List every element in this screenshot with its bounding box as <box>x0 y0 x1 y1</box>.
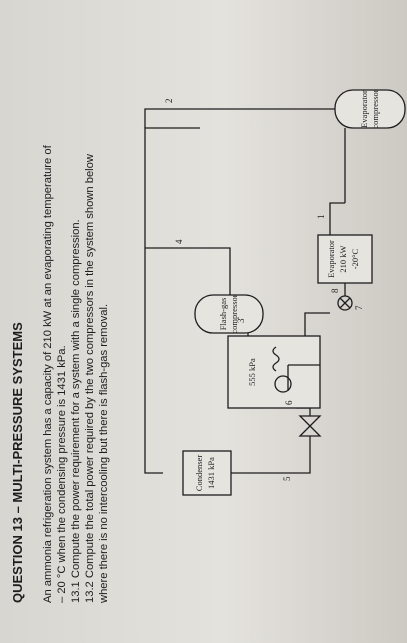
pipe-6 <box>296 407 311 416</box>
state-3-label: 3 <box>236 318 246 323</box>
state-8-label: 8 <box>330 288 340 293</box>
state-2-label: 2 <box>164 99 174 104</box>
evaporator-box <box>317 234 373 284</box>
evaporator-label-2: 210 kW <box>338 245 348 272</box>
flash-gas-compressor <box>194 294 264 334</box>
flash-tank-liquid <box>272 346 280 372</box>
pipe-top <box>144 127 200 474</box>
evaporator-compressor-label-2: compressor <box>370 89 380 128</box>
pipe-1 <box>329 202 345 235</box>
pipe-2 <box>144 108 335 128</box>
flash-gas-compressor-label-1: Flash-gas <box>218 298 228 331</box>
condenser-label: Condenser <box>194 455 204 492</box>
state-7-label: 7 <box>354 305 364 310</box>
float-ball <box>274 375 292 393</box>
flash-tank-pressure-label: 555 kPa <box>247 358 257 386</box>
pipe-4 <box>145 247 231 295</box>
flash-tank <box>227 335 321 409</box>
state-6-label: 6 <box>284 400 294 405</box>
expansion-valve-1 <box>298 415 322 437</box>
evaporator-label-3: -20°C <box>350 248 360 269</box>
state-5-label: 5 <box>282 476 292 481</box>
condenser-pressure-label: 1431 kPa <box>206 457 216 489</box>
pipe-7 <box>304 312 330 336</box>
state-1-label: 1 <box>316 215 326 220</box>
state-4-label: 4 <box>174 239 184 244</box>
evaporator-label-1: Evaporator <box>326 240 336 278</box>
pipe-5 <box>231 436 311 474</box>
flash-gas-compressor-label-2: compressor <box>229 294 239 333</box>
evaporator-compressor-label-1: Evaporator <box>359 90 369 128</box>
expansion-valve-2-x <box>339 297 351 309</box>
